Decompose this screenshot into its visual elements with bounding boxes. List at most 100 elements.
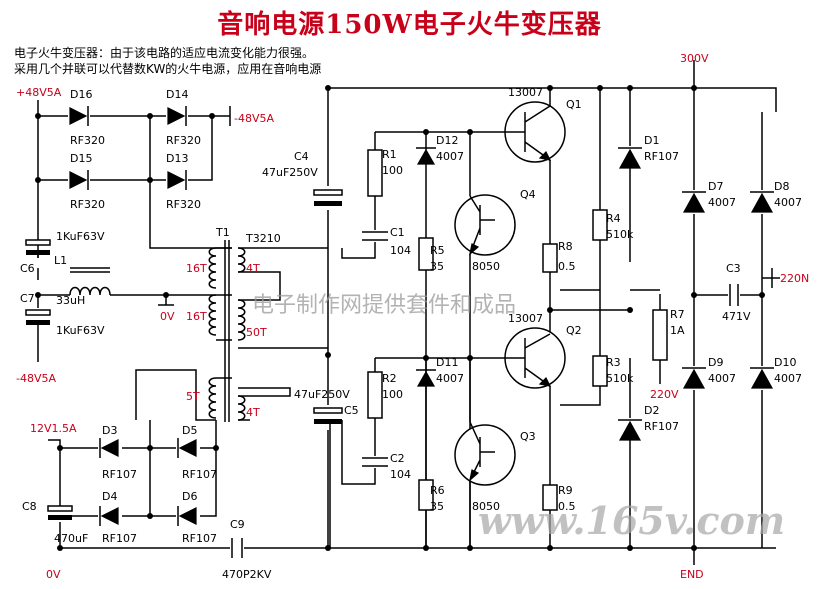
label-c1: C1 xyxy=(390,226,405,239)
label-c7: C7 xyxy=(20,292,35,305)
diode-d6 xyxy=(177,506,197,526)
label-r1: R1 xyxy=(382,148,397,161)
label-r2: R2 xyxy=(382,372,397,385)
label-c2: C2 xyxy=(390,452,405,465)
label-r5-value: 35 xyxy=(430,260,444,273)
label-d11: D11 xyxy=(436,356,458,369)
transistor-q4 xyxy=(454,194,516,256)
label-q2: Q2 xyxy=(566,324,582,337)
label-d14: D14 xyxy=(166,88,188,101)
label-c8-value: 470uF xyxy=(54,532,88,545)
label-q2-part: 13007 xyxy=(508,312,543,325)
label-rf107-d: RF107 xyxy=(182,532,217,545)
inductor-l1 xyxy=(69,267,111,296)
resistor-r8 xyxy=(542,243,558,273)
diode-d10 xyxy=(750,367,774,389)
label-220v: 220V xyxy=(650,388,679,401)
label-d4: D4 xyxy=(102,490,117,503)
resistor-r5 xyxy=(418,237,434,271)
label-d2: D2 xyxy=(644,404,659,417)
label-r6: R6 xyxy=(430,484,445,497)
label-c8: C8 xyxy=(22,500,37,513)
label-c1-value: 104 xyxy=(390,244,411,257)
label-p48: +48V5A xyxy=(16,86,62,99)
resistor-r7 xyxy=(652,309,668,361)
label-r8-value: 0.5 xyxy=(558,260,576,273)
label-16t-a: 16T xyxy=(186,262,207,275)
label-rf320-d: RF320 xyxy=(166,198,201,211)
capacitor-c4 xyxy=(313,189,343,206)
label-rf320-c: RF320 xyxy=(70,198,105,211)
label-r5: R5 xyxy=(430,244,445,257)
watermark-text: 电子制作网提供套件和成品 xyxy=(252,293,516,318)
label-r9-value: 0.5 xyxy=(558,500,576,513)
resistor-r4 xyxy=(592,209,608,241)
label-r3: R3 xyxy=(606,356,621,369)
label-c2-value: 104 xyxy=(390,468,411,481)
label-d11-value: 4007 xyxy=(436,372,464,385)
description-line-2: 采用几个并联可以代替数KW的火牛电源，应用在音响电源 xyxy=(14,62,322,76)
label-0v-t: 0V xyxy=(160,310,175,323)
label-d2-value: RF107 xyxy=(644,420,679,433)
label-d9-value: 4007 xyxy=(708,372,736,385)
label-q4-value: 8050 xyxy=(472,260,500,273)
label-12v: 12V1.5A xyxy=(30,422,77,435)
label-rf107-c: RF107 xyxy=(102,532,137,545)
label-r4: R4 xyxy=(606,212,621,225)
label-c9-value: 470P2KV xyxy=(222,568,272,581)
label-q1-part: 13007 xyxy=(508,86,543,99)
label-c6: C6 xyxy=(20,262,35,275)
label-16t-b: 16T xyxy=(186,310,207,323)
label-d6: D6 xyxy=(182,490,197,503)
label-r4-value: 510k xyxy=(606,228,634,241)
label-rf320-a: RF320 xyxy=(70,134,105,147)
label-d15: D15 xyxy=(70,152,92,165)
label-end: END xyxy=(680,568,704,581)
label-d12: D12 xyxy=(436,134,458,147)
transistor-q1 xyxy=(504,101,566,163)
label-d8-value: 4007 xyxy=(774,196,802,209)
label-c5: C5 xyxy=(344,404,359,417)
label-rf320-b: RF320 xyxy=(166,134,201,147)
junction-dots xyxy=(35,85,765,551)
wires-mains xyxy=(659,60,780,565)
diode-d4 xyxy=(99,506,119,526)
label-d10: D10 xyxy=(774,356,796,369)
resistor-r3 xyxy=(592,355,608,387)
label-d1-value: RF107 xyxy=(644,150,679,163)
label-rf107-b: RF107 xyxy=(182,468,217,481)
label-c6-value: 1KuF63V xyxy=(56,230,105,243)
label-220n: 220N xyxy=(780,272,809,285)
label-d8: D8 xyxy=(774,180,789,193)
label-r2-value: 100 xyxy=(382,388,403,401)
label-q3: Q3 xyxy=(520,430,536,443)
label-d12-value: 4007 xyxy=(436,150,464,163)
diode-d13 xyxy=(167,170,187,190)
label-d3: D3 xyxy=(102,424,117,437)
capacitor-c3 xyxy=(729,284,739,306)
label-q4: Q4 xyxy=(520,188,536,201)
label-d7: D7 xyxy=(708,180,723,193)
label-l1: L1 xyxy=(54,254,67,267)
label-50t: 50T xyxy=(246,326,267,339)
label-rf107-a: RF107 xyxy=(102,468,137,481)
label-r9: R9 xyxy=(558,484,573,497)
transistor-q2 xyxy=(504,327,566,389)
diode-d3 xyxy=(99,438,119,458)
label-m48-top: -48V5A xyxy=(234,112,274,125)
label-5t: 5T xyxy=(186,390,200,403)
label-m48-bot: -48V5A xyxy=(16,372,56,385)
label-r1-value: 100 xyxy=(382,164,403,177)
diode-d8 xyxy=(750,191,774,213)
diode-d14 xyxy=(167,106,187,126)
label-d9: D9 xyxy=(708,356,723,369)
label-c4-value: 47uF250V xyxy=(262,166,318,179)
label-d13: D13 xyxy=(166,152,188,165)
label-c7-value: 1KuF63V xyxy=(56,324,105,337)
label-d10-value: 4007 xyxy=(774,372,802,385)
resistor-r2 xyxy=(367,371,383,419)
capacitor-c6 xyxy=(25,239,51,255)
diode-d16 xyxy=(69,106,89,126)
label-t3210: T3210 xyxy=(245,232,281,245)
